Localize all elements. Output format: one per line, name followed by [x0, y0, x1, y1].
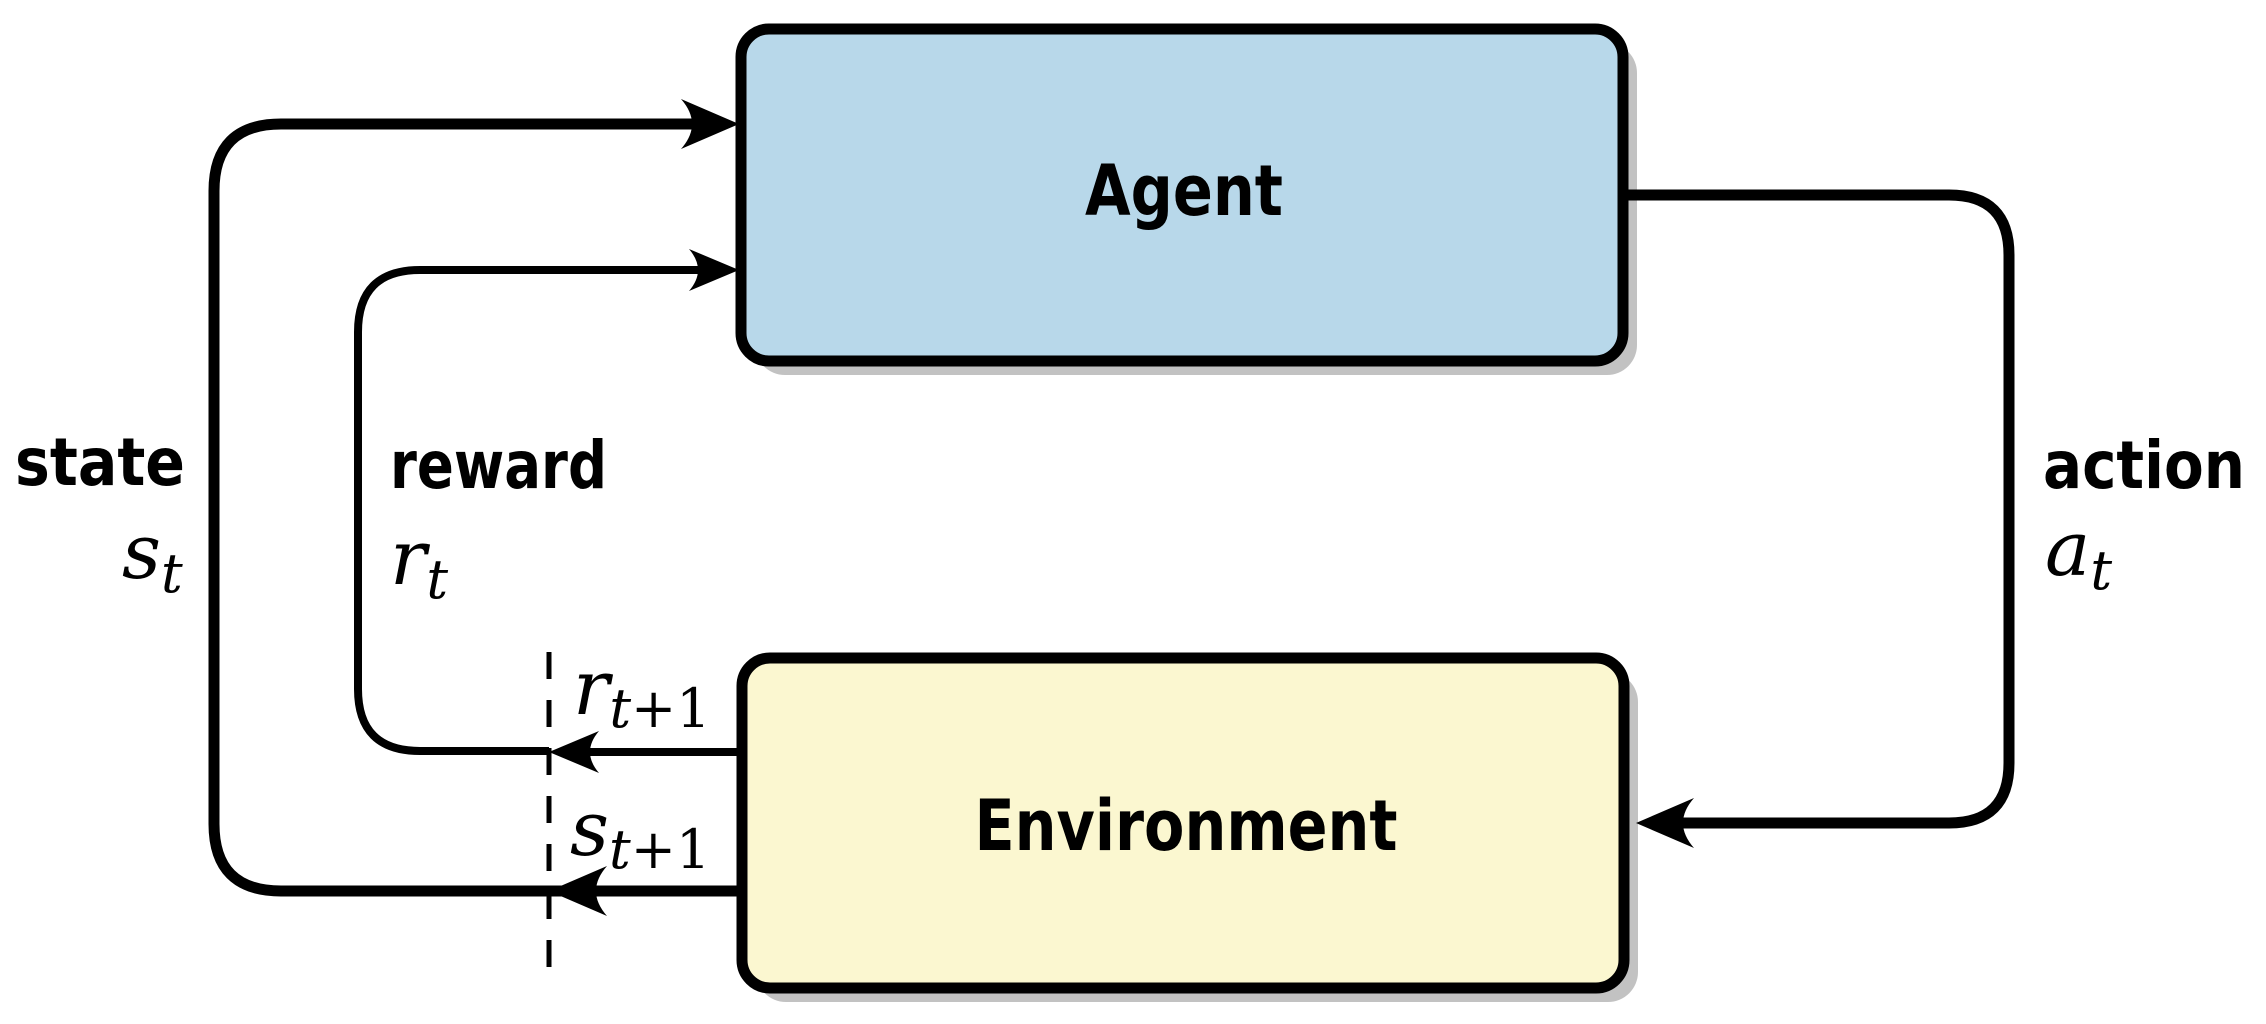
agent-box-label: Agent	[1085, 150, 1283, 232]
action-loop-path	[1624, 189, 2015, 829]
action-into-environment-arrowhead	[1636, 798, 1694, 848]
reward-symbol-label: rt	[390, 513, 448, 611]
agent-box	[735, 23, 1629, 367]
environment-box-label: Environment	[975, 785, 1398, 867]
state-symbol-label: st	[122, 507, 183, 605]
action-symbol-label: at	[2045, 504, 2112, 602]
action-word-label: action	[2043, 427, 2245, 504]
next-state-arrowhead	[549, 866, 607, 916]
reward-word-label: reward	[390, 427, 607, 504]
reward-into-agent-arrowhead	[689, 249, 739, 291]
state-word-label: state	[15, 424, 185, 501]
next-reward-symbol-label: rt+1	[573, 643, 711, 740]
next-reward-arrowhead	[549, 731, 599, 773]
state-loop-path	[208, 118, 748, 897]
environment-box	[736, 652, 1630, 994]
next-state-symbol-label: st+1	[570, 784, 710, 881]
reward-loop-path	[354, 266, 700, 755]
state-into-agent-arrowhead	[681, 99, 739, 149]
